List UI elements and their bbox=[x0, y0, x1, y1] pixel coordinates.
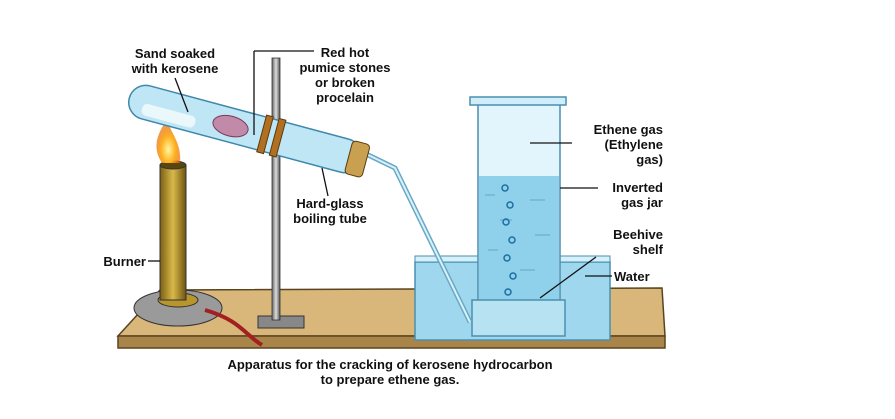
label-ethene-2: (Ethylene bbox=[604, 137, 663, 152]
bunsen-burner bbox=[133, 160, 264, 347]
label-pumice-4: procelain bbox=[316, 90, 374, 105]
label-pumice-3: or broken bbox=[315, 75, 375, 90]
label-pumice: Red hot bbox=[321, 45, 370, 60]
beehive-shelf bbox=[471, 299, 566, 337]
label-tube: Hard-glass bbox=[296, 196, 363, 211]
label-pointers bbox=[148, 50, 612, 299]
gas-bubbles bbox=[501, 184, 517, 296]
label-ethene-3: gas) bbox=[636, 152, 663, 167]
label-shelf: Beehive bbox=[613, 227, 663, 242]
retort-stand bbox=[257, 57, 305, 329]
hard-glass-boiling-tube bbox=[128, 84, 371, 178]
label-pumice-2: pumice stones bbox=[299, 60, 390, 75]
label-tube-2: boiling tube bbox=[293, 211, 367, 226]
label-water: Water bbox=[614, 269, 650, 284]
label-burner: Burner bbox=[103, 254, 146, 269]
label-shelf-2: shelf bbox=[633, 242, 664, 257]
label-jar: Inverted bbox=[612, 180, 663, 195]
label-sand-2: with kerosene bbox=[131, 61, 219, 76]
label-jar-2: gas jar bbox=[621, 195, 663, 210]
caption-line-1: Apparatus for the cracking of kerosene h… bbox=[227, 357, 552, 372]
label-ethene: Ethene gas bbox=[594, 122, 663, 137]
label-sand: Sand soaked bbox=[135, 46, 215, 61]
flame-icon bbox=[156, 118, 181, 163]
caption-line-2: to prepare ethene gas. bbox=[321, 372, 460, 387]
